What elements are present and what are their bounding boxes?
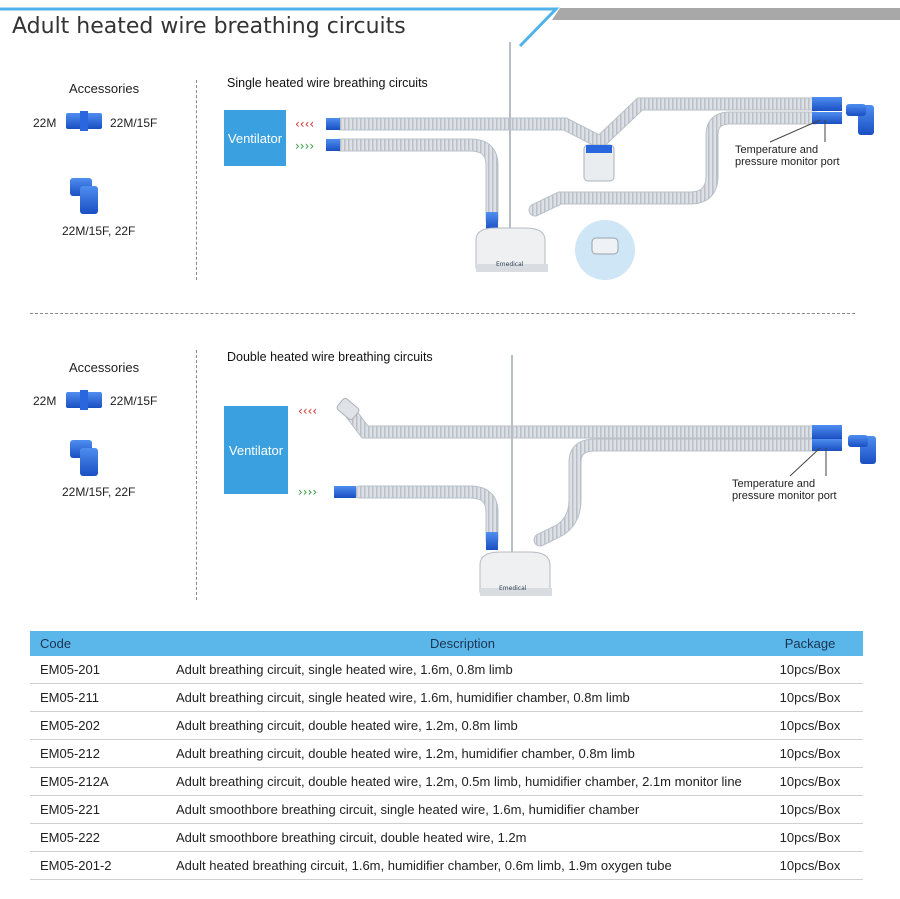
row-description: Adult breathing circuit, double heated w… xyxy=(168,711,757,740)
row-description: Adult smoothbore breathing circuit, doub… xyxy=(168,823,757,852)
straight-connector-icon-2 xyxy=(66,390,102,410)
inhale-arrows-1: ›››› xyxy=(295,139,314,153)
circuit-tubes-2 xyxy=(343,405,822,547)
row-code: EM05-211 xyxy=(30,683,168,712)
row-code: EM05-201 xyxy=(30,656,168,684)
single-circuit-heading: Single heated wire breathing circuits xyxy=(227,76,428,90)
monitor-port-label-1a: Temperature and xyxy=(735,144,819,156)
row-package: 10pcs/Box xyxy=(757,711,863,740)
exhale-arrows-1: ‹‹‹‹ xyxy=(295,117,314,131)
connector-22m15f-label-1: 22M/15F xyxy=(110,116,158,130)
row-code: EM05-201-2 xyxy=(30,851,168,880)
row-description: Adult breathing circuit, double heated w… xyxy=(168,767,757,796)
row-description: Adult smoothbore breathing circuit, sing… xyxy=(168,795,757,824)
table-row: EM05-211 Adult breathing circuit, single… xyxy=(30,683,863,712)
accessories-title-1: Accessories xyxy=(69,81,140,96)
header-code: Code xyxy=(40,636,72,651)
inhale-arrows-2: ›››› xyxy=(298,485,317,499)
row-package: 10pcs/Box xyxy=(757,656,863,684)
table-header-row: Code Description Package xyxy=(30,631,863,656)
row-package: 10pcs/Box xyxy=(757,795,863,824)
row-description: Adult breathing circuit, single heated w… xyxy=(168,683,757,712)
elbow-label-1: 22M/15F, 22F xyxy=(62,224,136,238)
header-bar xyxy=(0,0,900,48)
table-row: EM05-222 Adult smoothbore breathing circ… xyxy=(30,823,863,852)
circuit-tubes-1 xyxy=(333,97,822,227)
exhale-arrows-2: ‹‹‹‹ xyxy=(298,404,317,418)
table-row: EM05-212 Adult breathing circuit, double… xyxy=(30,739,863,768)
section1-divider xyxy=(196,80,197,280)
double-circuit-heading: Double heated wire breathing circuits xyxy=(227,350,433,364)
row-package: 10pcs/Box xyxy=(757,683,863,712)
accessories-title-2: Accessories xyxy=(69,360,140,375)
table-row: EM05-201 Adult breathing circuit, single… xyxy=(30,656,863,684)
row-package: 10pcs/Box xyxy=(757,767,863,796)
row-package: 10pcs/Box xyxy=(757,851,863,880)
ventilator-box-2: Ventilator xyxy=(224,406,288,494)
connector-22m-label-2: 22M xyxy=(33,394,57,408)
row-code: EM05-222 xyxy=(30,823,168,852)
monitor-port-label-2a: Temperature and xyxy=(732,478,816,490)
header-graphic xyxy=(0,7,900,48)
straight-connector-icon-1 xyxy=(66,111,102,131)
elbow-label-2: 22M/15F, 22F xyxy=(62,485,136,499)
row-description: Adult breathing circuit, double heated w… xyxy=(168,739,757,768)
table-row: EM05-212A Adult breathing circuit, doubl… xyxy=(30,767,863,796)
header-description: Description xyxy=(429,636,496,651)
ventilator-box-1: Ventilator xyxy=(224,110,286,166)
elbow-connector-icon-1 xyxy=(70,178,98,214)
section2-divider xyxy=(196,350,197,600)
brand-logo-2: Emedical xyxy=(499,585,527,592)
table-row: EM05-201-2 Adult heated breathing circui… xyxy=(30,851,863,880)
page-title: Adult heated wire breathing circuits xyxy=(12,14,406,39)
product-table: Code Description Package EM05-201 Adult … xyxy=(30,631,863,880)
header-package: Package xyxy=(784,636,836,651)
elbow-connector-icon-2 xyxy=(70,440,98,476)
table-row: EM05-202 Adult breathing circuit, double… xyxy=(30,711,863,740)
monitor-port-label-1b: pressure monitor port xyxy=(735,156,840,168)
circuit-illustrations: ‹‹‹‹ ›››› Emedical ‹‹‹‹ ›››› xyxy=(66,42,876,596)
monitor-port-label-2b: pressure monitor port xyxy=(732,490,837,502)
row-code: EM05-212A xyxy=(30,767,168,796)
row-package: 10pcs/Box xyxy=(757,739,863,768)
table-row: EM05-221 Adult smoothbore breathing circ… xyxy=(30,795,863,824)
row-package: 10pcs/Box xyxy=(757,823,863,852)
connector-22m15f-label-2: 22M/15F xyxy=(110,394,158,408)
connector-22m-label-1: 22M xyxy=(33,116,57,130)
brand-logo-1: Emedical xyxy=(496,261,524,268)
row-code: EM05-212 xyxy=(30,739,168,768)
row-description: Adult breathing circuit, single heated w… xyxy=(168,656,757,684)
row-code: EM05-202 xyxy=(30,711,168,740)
section-divider xyxy=(30,313,855,314)
row-description: Adult heated breathing circuit, 1.6m, hu… xyxy=(168,851,757,880)
row-code: EM05-221 xyxy=(30,795,168,824)
